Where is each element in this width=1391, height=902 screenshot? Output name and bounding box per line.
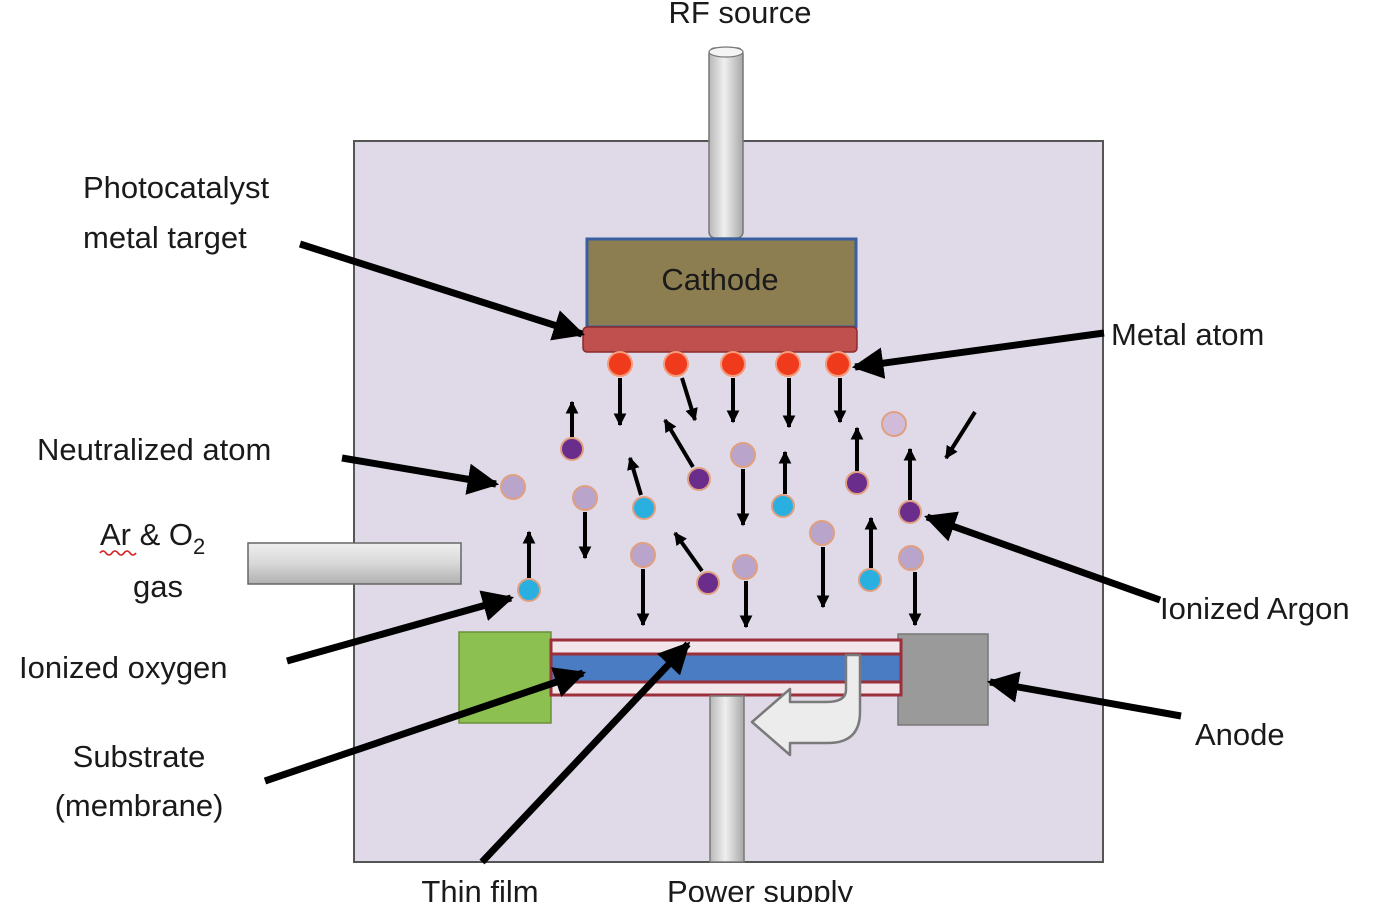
- gas-label-line1: Ar & O2: [100, 517, 205, 559]
- substrate-membrane: [549, 652, 903, 684]
- callout-arrows: [263, 240, 1182, 865]
- neutralized-atom-callout-arrow: [341, 454, 500, 495]
- neutralized-atoms: [500, 411, 924, 580]
- gas-inlet-pipe: [247, 542, 462, 585]
- target-label-line2: metal target: [83, 220, 247, 255]
- current-flow-arrow: [750, 653, 862, 757]
- anode-label: Anode: [1195, 717, 1285, 752]
- substrate-callout-arrow: [263, 667, 586, 785]
- anode-callout-arrow: [986, 671, 1182, 720]
- ionized-argon-atoms: [560, 437, 922, 595]
- metal-target-plate: [582, 326, 858, 353]
- gas-label-line2: gas: [133, 569, 183, 604]
- spellcheck-squiggle: [99, 550, 137, 556]
- thin-film-top: [549, 638, 903, 656]
- target-label-line1: Photocatalyst: [83, 170, 269, 205]
- power-supply-label: Power supply: [667, 874, 854, 902]
- ionized-oxygen-callout-arrow: [286, 590, 515, 665]
- cathode: [585, 237, 858, 329]
- ionized-oxygen-label: Ionized oxygen: [19, 650, 228, 685]
- ionized-oxygen-atoms: [517, 494, 882, 602]
- substrate-label-line1: Substrate: [73, 739, 206, 774]
- thin-film-callout-arrow: [479, 641, 691, 865]
- rf-source-label: RF source: [669, 0, 812, 30]
- substrate-label-line2: (membrane): [55, 788, 224, 823]
- power-supply-pipe: [709, 695, 745, 863]
- neutralized-atom-label: Neutralized atom: [37, 432, 271, 467]
- cathode-label: Cathode: [661, 262, 778, 297]
- ionized-argon-callout-arrow: [924, 511, 1162, 604]
- target-callout-arrow: [298, 240, 586, 341]
- rf-source-pipe: [708, 47, 744, 239]
- metal-atom-label: Metal atom: [1111, 317, 1264, 352]
- anode-block: [897, 633, 989, 726]
- ionized-argon-label: Ionized Argon: [1160, 591, 1350, 626]
- thin-film-label: Thin film: [421, 874, 538, 902]
- metal-atoms: [607, 351, 851, 377]
- metal-atom-callout-arrow: [851, 329, 1105, 379]
- particle-motion-arrows: [522, 377, 977, 629]
